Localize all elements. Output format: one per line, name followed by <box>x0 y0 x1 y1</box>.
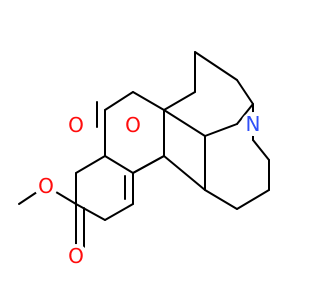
atom-n-amine-label: N <box>246 112 261 136</box>
atom-labels: O O N O O <box>34 112 265 268</box>
bond-32 <box>236 103 254 125</box>
atom-o-ester-double: O <box>64 244 88 268</box>
bond-19 <box>163 155 206 191</box>
bond-2 <box>236 79 254 105</box>
atom-n-amine: N <box>241 112 265 136</box>
atom-o-ring-bg <box>121 113 145 137</box>
bond-5 <box>236 189 270 210</box>
molecule-canvas: O O N O O <box>18 51 270 268</box>
atom-o-ester-single: O <box>34 174 58 198</box>
bond-31 <box>204 123 238 137</box>
atom-o-carbonyl-label: O <box>68 113 84 137</box>
bond-11 <box>104 155 134 174</box>
atom-o-carbonyl-bg <box>64 113 88 137</box>
atom-o-ester-single-bg <box>34 174 58 198</box>
atom-o-ring-label: O <box>125 113 141 137</box>
structure-diagram: O O N O O <box>18 51 270 268</box>
bond-27 <box>75 203 106 221</box>
atom-o-ester-single-label: O <box>38 174 54 198</box>
atom-o-ring: O <box>121 113 145 137</box>
bond-21 <box>132 91 165 111</box>
bonds <box>18 51 270 257</box>
bond-17 <box>163 109 206 137</box>
bond-12 <box>75 155 106 174</box>
atom-n-amine-bg <box>241 112 265 136</box>
bond-28 <box>104 203 134 221</box>
bond-6 <box>204 189 238 210</box>
bond-22 <box>104 91 134 111</box>
atom-o-ester-double-label: O <box>68 244 84 268</box>
atom-o-carbonyl: O <box>64 113 88 137</box>
bond-1 <box>194 51 238 81</box>
bond-20 <box>132 155 165 174</box>
atom-o-ester-double-bg <box>64 244 88 268</box>
bond-3 <box>252 139 270 161</box>
bond-8 <box>163 91 196 111</box>
